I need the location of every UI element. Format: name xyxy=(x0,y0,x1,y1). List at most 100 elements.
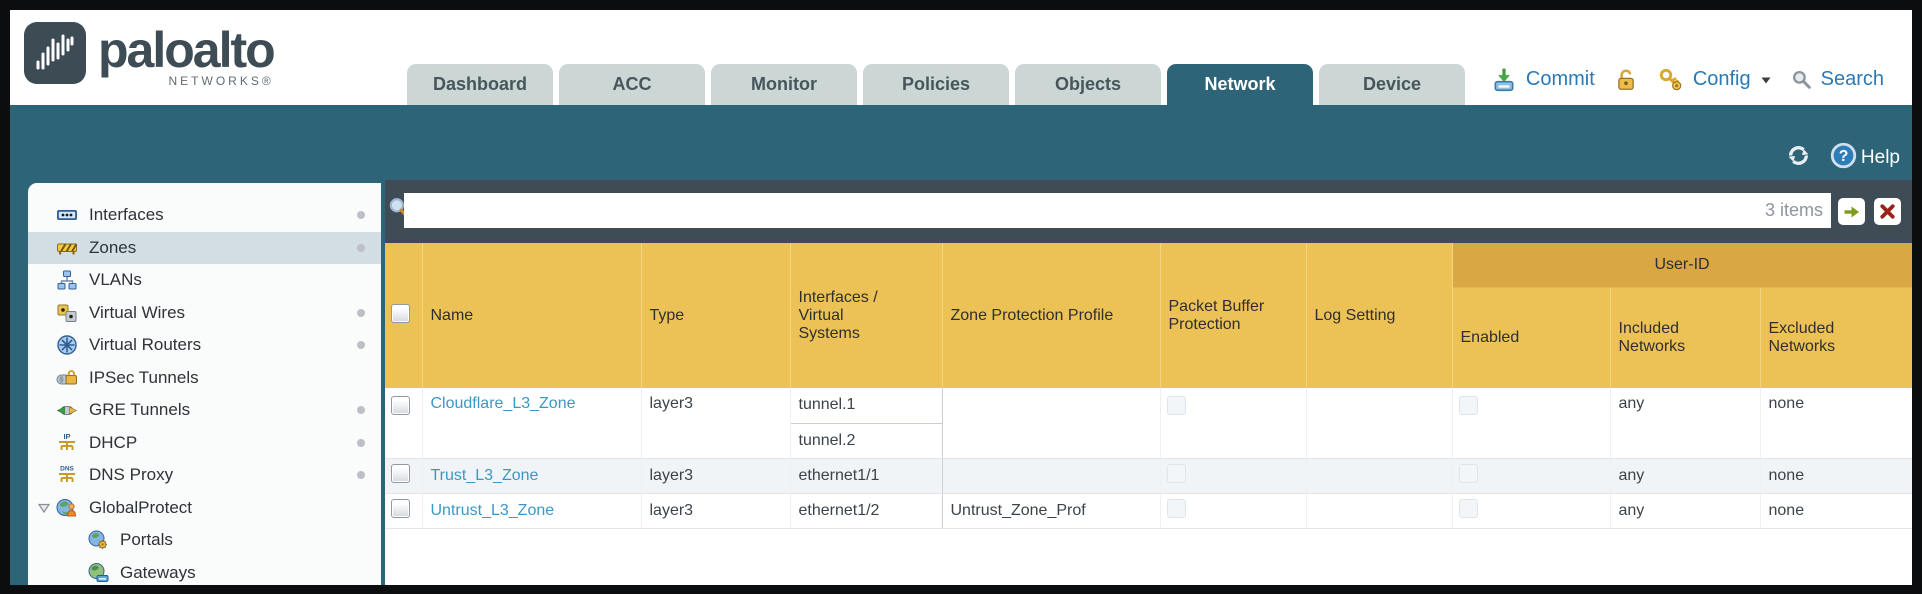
log-setting xyxy=(1306,388,1453,459)
sidebar-item-zones[interactable]: Zones xyxy=(28,231,381,264)
sidebar-item-gateways[interactable]: Gateways xyxy=(28,557,381,586)
column-header-log-setting[interactable]: Log Setting xyxy=(1306,243,1453,388)
tab-device[interactable]: Device xyxy=(1319,64,1465,105)
sidebar-item-ipsec-tunnels[interactable]: IPSec Tunnels xyxy=(28,362,381,395)
column-header-enabled[interactable]: Enabled xyxy=(1452,287,1611,388)
paloalto-logo-icon xyxy=(24,22,86,84)
column-header-included-networks[interactable]: Included Networks xyxy=(1610,287,1761,388)
sidebar-item-virtual-routers[interactable]: Virtual Routers xyxy=(28,329,381,362)
included-networks: any xyxy=(1610,388,1761,459)
globalprotect-icon xyxy=(55,497,79,519)
packet-buffer-cell xyxy=(1160,493,1307,529)
commit-button[interactable]: Commit xyxy=(1525,68,1595,90)
zone-name-link[interactable]: Cloudflare_L3_Zone xyxy=(430,395,576,412)
search-button[interactable]: Search xyxy=(1820,68,1884,90)
row-checkbox[interactable] xyxy=(391,463,410,483)
sidebar-item-vlans[interactable]: VLANs xyxy=(28,264,381,297)
packet-buffer-checkbox xyxy=(1166,396,1186,415)
tab-policies[interactable]: Policies xyxy=(863,64,1009,105)
zone-name-link[interactable]: Trust_L3_Zone xyxy=(430,466,539,484)
row-checkbox[interactable] xyxy=(391,396,410,415)
gateways-icon xyxy=(86,562,110,584)
status-dot-icon xyxy=(357,471,365,480)
sidebar-item-portals[interactable]: Portals xyxy=(28,524,381,557)
virtual-wires-icon xyxy=(55,302,79,324)
excluded-networks: none xyxy=(1760,493,1912,529)
column-header-excluded-networks[interactable]: Excluded Networks xyxy=(1760,287,1912,388)
search-icon[interactable] xyxy=(1791,69,1812,90)
sidebar-item-label: GlobalProtect xyxy=(89,497,192,517)
packet-buffer-checkbox xyxy=(1166,463,1186,483)
status-dot-icon xyxy=(357,406,365,415)
tab-objects[interactable]: Objects xyxy=(1015,64,1161,105)
column-header-packet-buffer-protection[interactable]: Packet Buffer Protection xyxy=(1160,243,1307,388)
refresh-icon[interactable] xyxy=(1785,142,1812,174)
lock-icon[interactable] xyxy=(1614,68,1638,92)
zone-name-link[interactable]: Untrust_L3_Zone xyxy=(430,501,555,519)
filter-search-icon xyxy=(387,196,411,225)
main-content: 3 items xyxy=(385,180,1912,585)
status-dot-icon xyxy=(357,243,365,252)
filter-input[interactable] xyxy=(412,199,1757,222)
column-header-type[interactable]: Type xyxy=(641,243,791,388)
zone-protection-profile: Untrust_Zone_Prof xyxy=(942,493,1161,529)
sidebar-item-globalprotect[interactable]: GlobalProtect xyxy=(28,492,381,525)
config-icon[interactable] xyxy=(1657,66,1684,93)
row-checkbox-cell xyxy=(385,388,423,459)
tab-network[interactable]: Network xyxy=(1167,64,1313,105)
sidebar-item-interfaces[interactable]: Interfaces xyxy=(28,199,381,232)
expander-icon[interactable] xyxy=(33,501,55,515)
zone-type: layer3 xyxy=(641,493,791,529)
commit-icon[interactable] xyxy=(1491,67,1517,93)
dns-proxy-icon: DNS xyxy=(55,464,79,486)
gre-tunnels-icon xyxy=(55,399,79,421)
sidebar-item-label: Virtual Wires xyxy=(89,302,186,322)
user-id-enabled-checkbox xyxy=(1458,498,1478,518)
svg-text:DNS: DNS xyxy=(60,466,74,473)
column-header-name[interactable]: Name xyxy=(422,243,642,388)
zone-protection-profile xyxy=(942,458,1161,494)
filter-input-box: 3 items xyxy=(404,193,1831,228)
column-group-user-id: User-ID xyxy=(1452,243,1912,288)
tab-monitor[interactable]: Monitor xyxy=(711,64,857,105)
status-dot-icon xyxy=(357,341,365,350)
row-checkbox[interactable] xyxy=(391,498,410,518)
virtual-routers-icon xyxy=(55,334,79,356)
sidebar-item-virtual-wires[interactable]: Virtual Wires xyxy=(28,297,381,330)
config-caret-icon[interactable] xyxy=(1760,74,1772,86)
tab-acc[interactable]: ACC xyxy=(559,64,705,105)
portals-icon xyxy=(86,529,110,551)
status-dot-icon xyxy=(357,211,365,220)
brand-wordmark: paloalto xyxy=(98,22,276,78)
item-count-label: 3 items xyxy=(1764,200,1823,220)
config-button[interactable]: Config xyxy=(1692,68,1751,90)
select-all-checkbox[interactable] xyxy=(391,303,410,323)
tab-dashboard[interactable]: Dashboard xyxy=(407,64,553,105)
clear-filter-button[interactable] xyxy=(1874,198,1901,225)
excluded-networks: none xyxy=(1760,388,1912,459)
column-header-interfaces[interactable]: Interfaces / Virtual Systems xyxy=(790,243,943,388)
zone-protection-profile xyxy=(942,388,1161,459)
zone-interface: ethernet1/1 xyxy=(790,458,943,494)
sidebar-item-gre-tunnels[interactable]: GRE Tunnels xyxy=(28,394,381,427)
sidebar-item-label: DHCP xyxy=(89,432,138,452)
status-dot-icon xyxy=(357,308,365,317)
brand-networks-label: NETWORKS® xyxy=(168,74,274,88)
help-button[interactable]: ? Help xyxy=(1830,142,1900,175)
filter-bar: 3 items xyxy=(385,180,1912,243)
packet-buffer-cell xyxy=(1160,458,1307,494)
apply-filter-button[interactable] xyxy=(1838,198,1865,225)
sidebar-item-label: IPSec Tunnels xyxy=(89,367,199,387)
column-header-zone-protection-profile[interactable]: Zone Protection Profile xyxy=(942,243,1161,388)
zone-type: layer3 xyxy=(641,458,791,494)
user-id-enabled-checkbox xyxy=(1458,463,1478,483)
status-dot-icon xyxy=(357,438,365,447)
